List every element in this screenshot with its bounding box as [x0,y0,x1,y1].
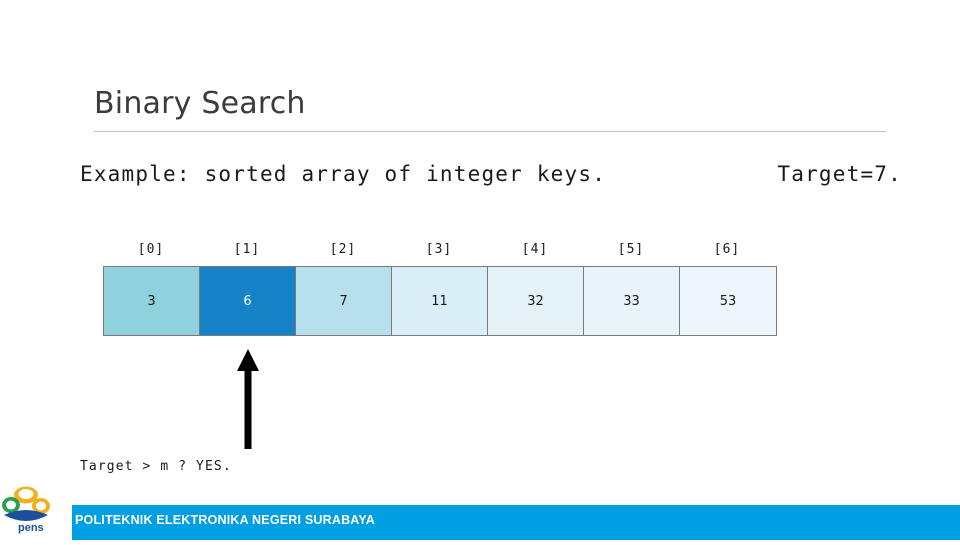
array-index-row: [0] [1] [2] [3] [4] [5] [6] [103,232,777,266]
array-index-6: [6] [713,241,741,257]
array-index-0: [0] [137,241,165,257]
title-divider [94,131,886,132]
footer-text: POLITEKNIK ELEKTRONIKA NEGERI SURABAYA [75,513,375,527]
page-title: Binary Search [94,86,306,121]
array-cell-6: 53 [680,267,776,335]
array-index-2: [2] [329,241,357,257]
example-label: Example: sorted array of integer keys. [80,162,607,186]
svg-text:pens: pens [18,522,44,534]
array-index-5: [5] [617,241,645,257]
array-cell-3: 11 [392,267,488,335]
array-cell-4: 32 [488,267,584,335]
footer-bar [72,505,960,540]
array-index-1: [1] [233,241,261,257]
array-cell-0: 3 [104,267,200,335]
array-index-3: [3] [425,241,453,257]
subtitle-row: Example: sorted array of integer keys. T… [80,162,902,186]
array-cell-2: 7 [296,267,392,335]
array-cell-5: 33 [584,267,680,335]
pointer-arrow-icon [233,349,263,449]
target-label: Target=7. [777,162,902,186]
pens-logo: pens [0,481,72,540]
array-cell-1: 6 [200,267,296,335]
array-index-4: [4] [521,241,549,257]
comparison-note: Target > m ? YES. [80,459,232,474]
